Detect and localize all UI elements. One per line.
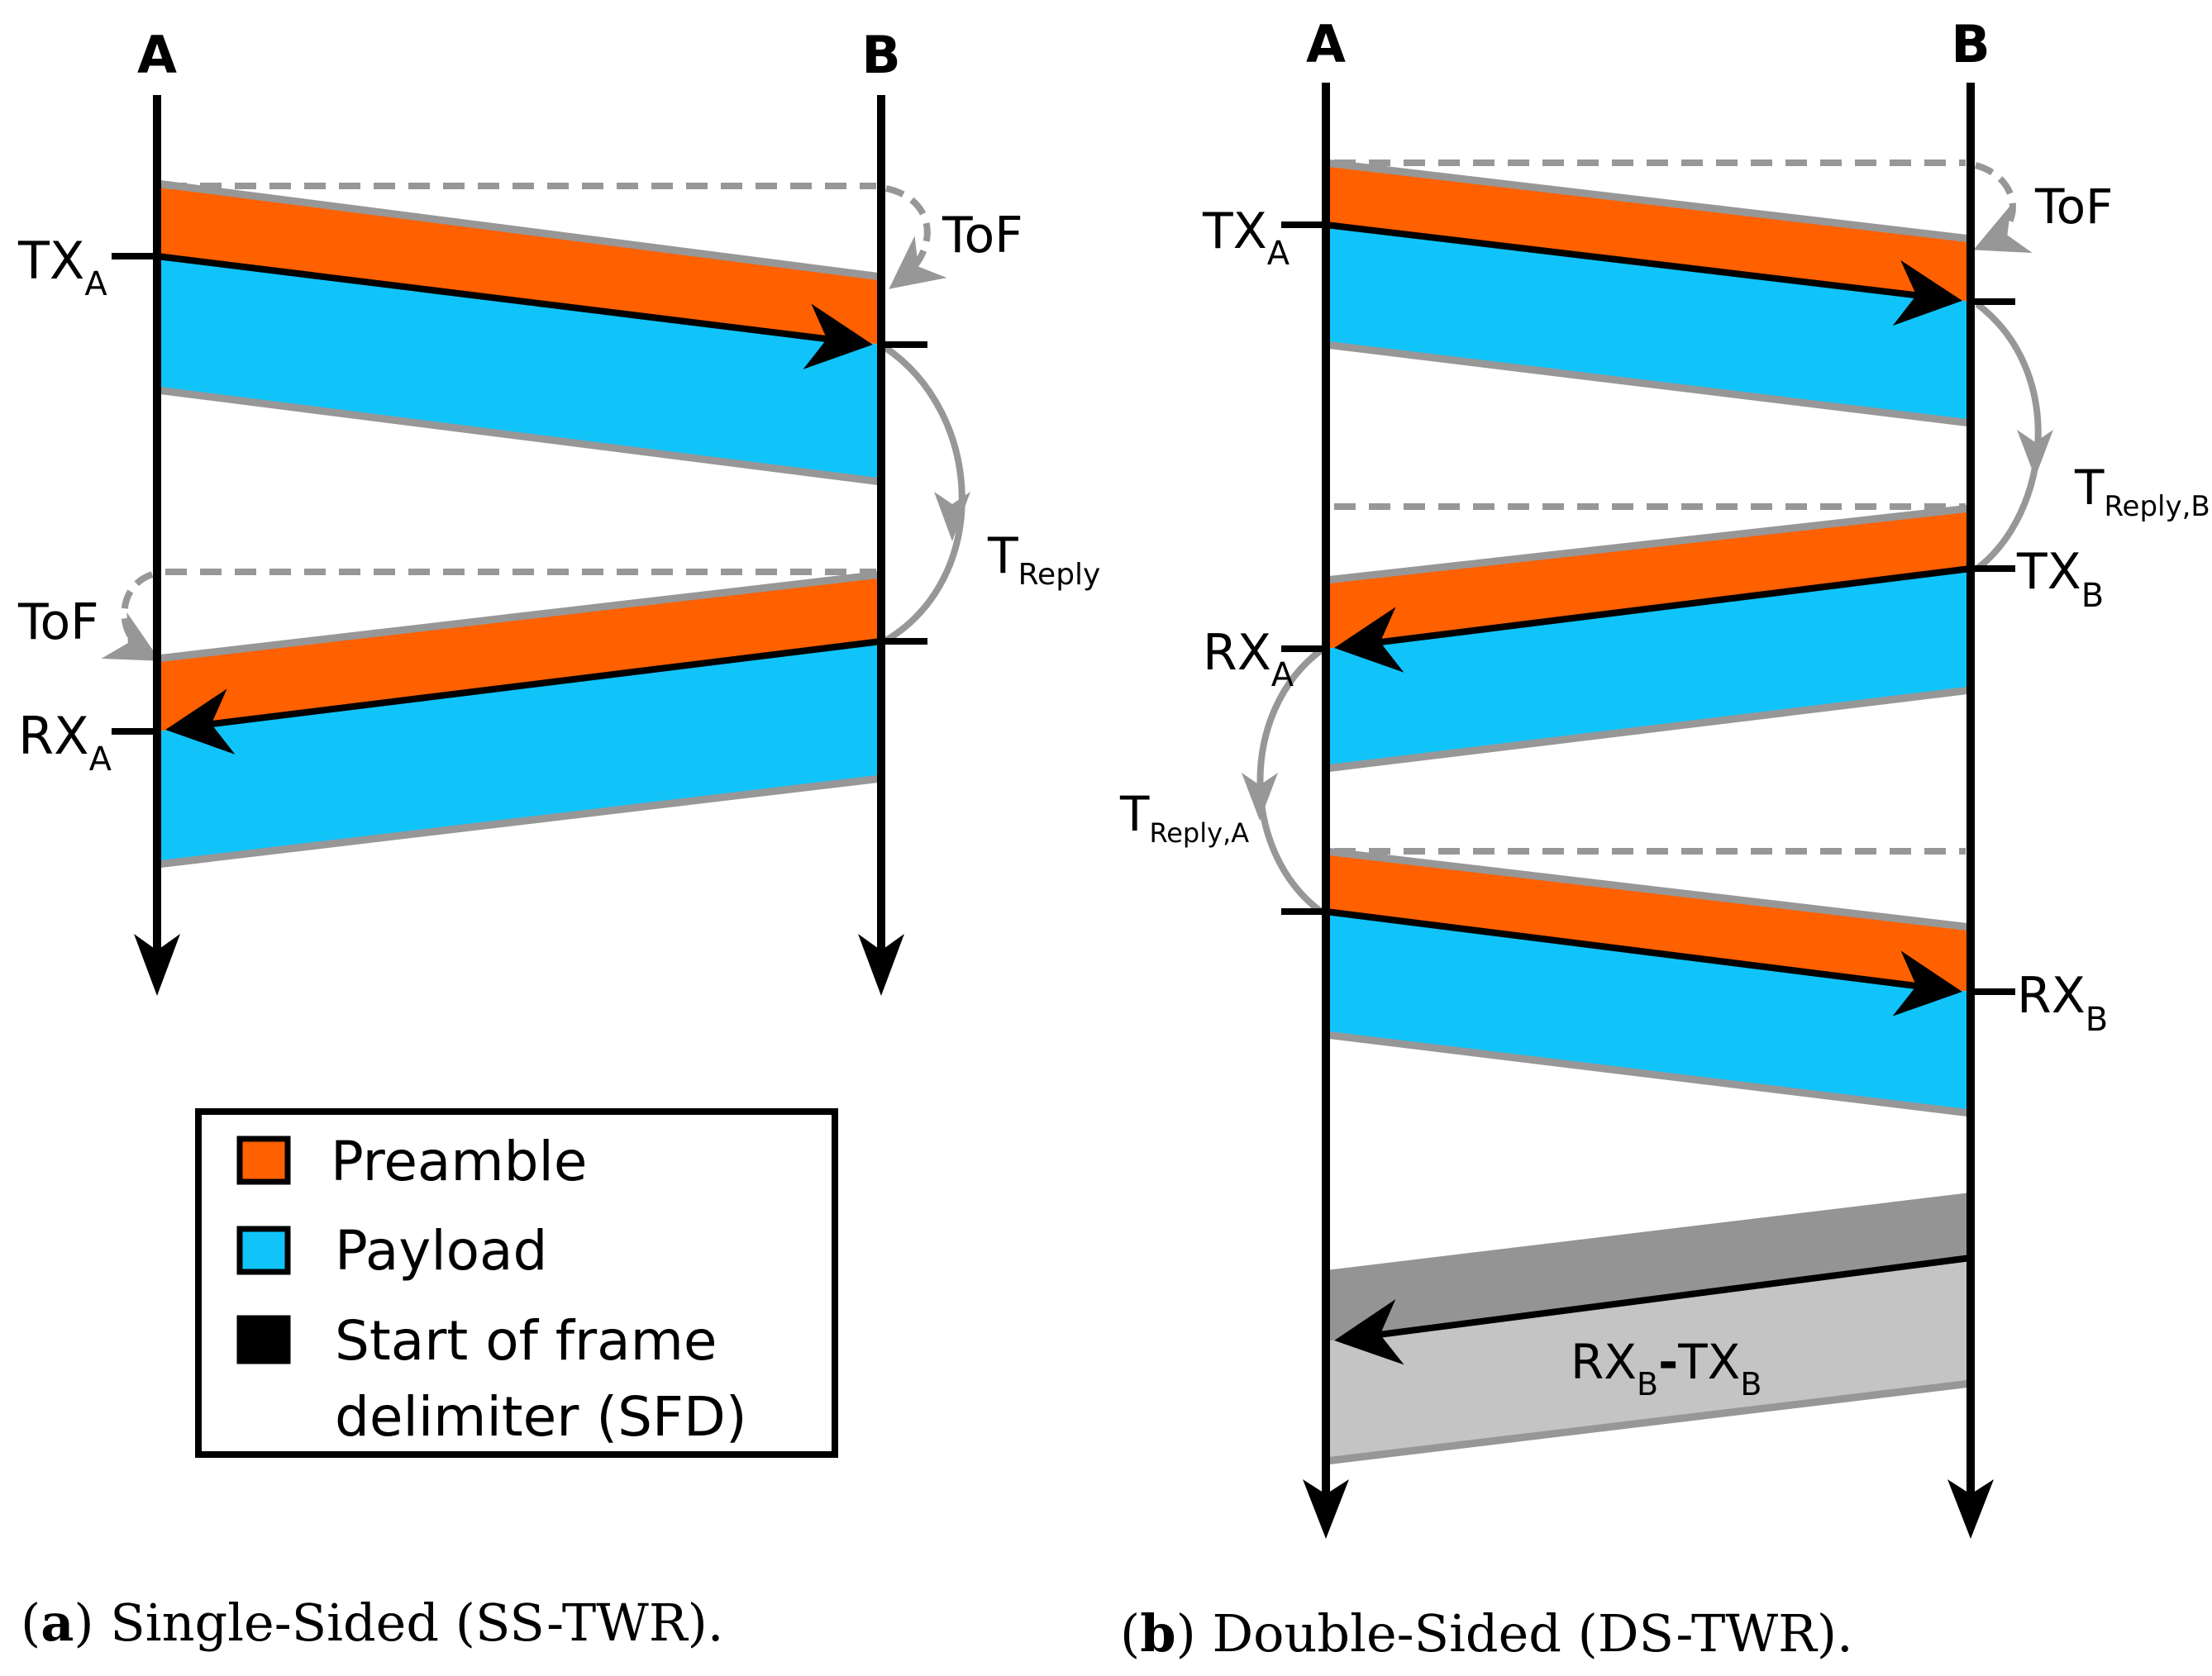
- t-reply-arrowhead: [934, 492, 970, 541]
- t-reply-arrow: [882, 344, 965, 645]
- node-a-label: A: [137, 25, 177, 85]
- sfd-arrow: [156, 253, 873, 369]
- t-reply-b-label: TReply,B: [2074, 459, 2210, 523]
- rx-tx-difference-label: RXB-TXB: [1571, 1334, 1761, 1402]
- preamble-band: [157, 186, 881, 345]
- node-b-timeline-arrowhead: [858, 934, 904, 996]
- node-a-timeline-arrowhead: [1303, 1479, 1349, 1539]
- panel-b-message-1: [1325, 159, 1971, 427]
- preamble-swatch: [236, 1136, 291, 1185]
- legend-payload-label: Payload: [335, 1219, 547, 1283]
- tx-a-label: TXA: [1202, 202, 1290, 273]
- t-reply-b-arrow: [1975, 301, 2042, 572]
- sfd-arrow: [1334, 565, 1971, 673]
- payload-band: [157, 641, 881, 864]
- panel-a-message-1: [156, 179, 882, 486]
- caption-a: (a) Single-Sided (SS-TWR).: [21, 1593, 723, 1653]
- caption-b: (b) Double-Sided (DS-TWR).: [1120, 1603, 1853, 1664]
- band-edge: [156, 179, 882, 281]
- preamble-band: [1326, 854, 1971, 992]
- tof-arrow: [885, 185, 947, 289]
- sfd-arrow: [165, 638, 882, 755]
- payload-band: [1326, 225, 1971, 423]
- band-edge: [156, 386, 882, 486]
- band-edge: [1325, 1379, 1971, 1465]
- preamble-band: [1326, 165, 1971, 302]
- gray-payload-band: [1326, 1258, 1971, 1461]
- panel-a-message-2: [156, 570, 882, 869]
- tx-a-label: TXA: [17, 231, 107, 303]
- node-a-timeline-arrowhead: [134, 934, 180, 996]
- t-reply-a-arrow: [1256, 647, 1323, 915]
- tof-top-label: ToF: [942, 207, 1023, 264]
- sfd-arrow: [1325, 221, 1962, 326]
- band-edge: [1325, 504, 1971, 584]
- band-edge: [1325, 686, 1971, 773]
- sfd-arrow: [1334, 1255, 1971, 1365]
- t-reply-label: TReply: [987, 527, 1100, 592]
- band-edge: [156, 774, 882, 869]
- payload-band: [1326, 569, 1971, 769]
- sfd-arrow: [1325, 908, 1962, 1017]
- band-edge: [1325, 847, 1971, 931]
- node-b-label: B: [861, 25, 900, 85]
- t-reply-a-label: TReply,A: [1119, 786, 1249, 849]
- gray-preamble-band: [1326, 1193, 1971, 1341]
- legend-box: [195, 1108, 838, 1458]
- panel-a: A B TXA RXA ToF ToF TReply: [17, 25, 1100, 996]
- panel-b: A B TXA ToF TReply,B TXB RXA TReply,A RX…: [1119, 14, 2210, 1539]
- legend-sfd-label-line2: delimiter (SFD): [335, 1385, 747, 1449]
- tof-bottom-label: ToF: [17, 593, 99, 651]
- payload-band: [1326, 912, 1971, 1112]
- rx-a-label: RXA: [18, 706, 112, 778]
- band-edge: [1325, 159, 1971, 243]
- panel-b-message-4: [1325, 1193, 1971, 1465]
- rx-b-label: RXB: [2017, 967, 2108, 1039]
- legend: Preamble Payload Start of frame delimite…: [195, 1108, 838, 1458]
- preamble-band: [157, 577, 881, 731]
- rx-a-label: RXA: [1203, 624, 1294, 694]
- node-b-timeline-arrowhead: [1947, 1479, 1994, 1539]
- tof-arrow: [101, 571, 161, 661]
- legend-preamble-label: Preamble: [331, 1130, 588, 1193]
- tof-arrow: [1973, 162, 2033, 254]
- t-reply-a-arrowhead: [1242, 773, 1278, 821]
- band-edge: [1325, 340, 1971, 427]
- tof-label: ToF: [2034, 179, 2113, 235]
- band-edge: [1325, 1031, 1971, 1117]
- payload-swatch: [236, 1226, 291, 1275]
- sfd-swatch: [236, 1315, 291, 1364]
- tx-b-label: TXB: [2016, 543, 2104, 615]
- preamble-band: [1326, 511, 1971, 649]
- payload-band: [157, 256, 881, 481]
- panel-b-message-2: [1325, 504, 1971, 773]
- legend-sfd-label: Start of frame: [335, 1309, 717, 1373]
- t-reply-b-arrowhead: [2017, 430, 2053, 478]
- node-b-label: B: [1951, 14, 1990, 74]
- panel-b-message-3: [1325, 847, 1971, 1117]
- band-edge: [156, 570, 882, 663]
- node-a-label: A: [1306, 14, 1346, 74]
